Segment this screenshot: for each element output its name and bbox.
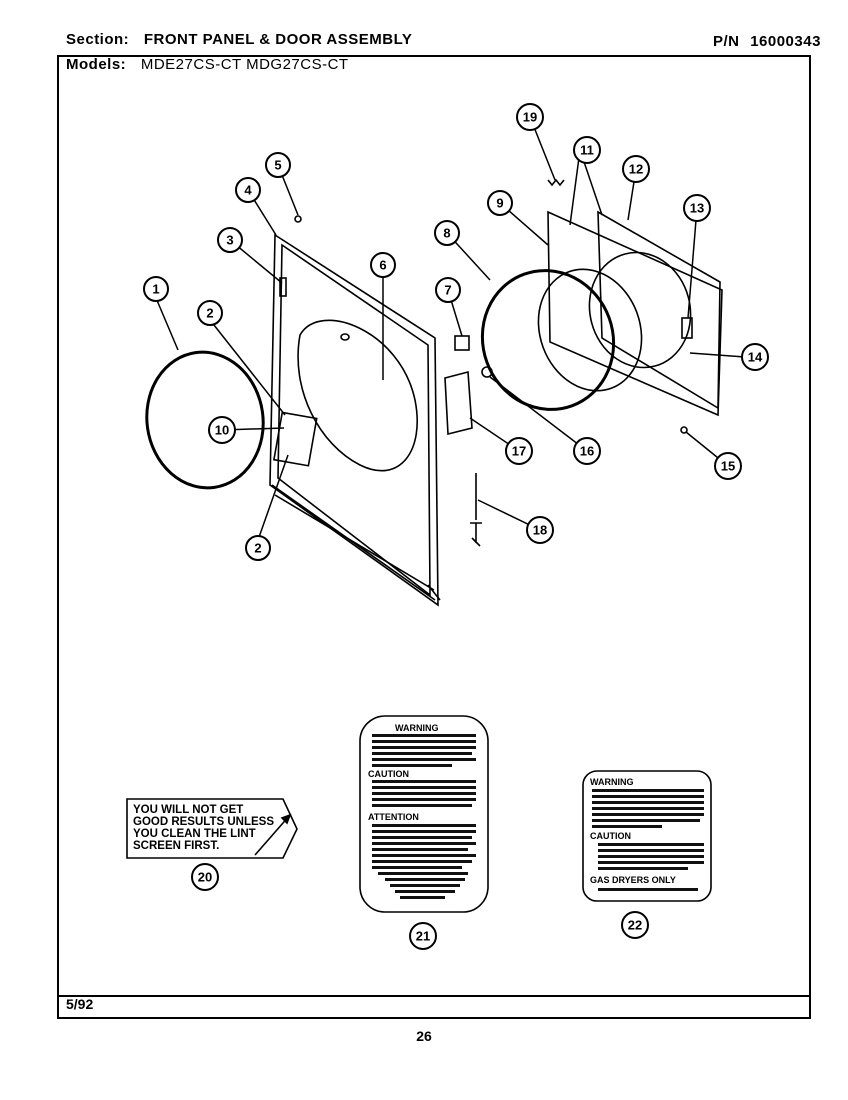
callout-16: 16 xyxy=(573,437,601,465)
svg-text:22: 22 xyxy=(628,918,642,933)
callout-4: 4 xyxy=(235,177,261,203)
page-number: 26 xyxy=(416,1028,432,1044)
door-gasket-outer xyxy=(480,269,616,411)
section-label: Section: xyxy=(66,31,130,48)
warning-label-21: WARNING CAUTION ATTENTION xyxy=(359,715,489,913)
svg-text:20: 20 xyxy=(198,870,212,885)
inner-door-panel xyxy=(547,210,723,417)
door-seal-ring xyxy=(145,350,265,490)
svg-text:4: 4 xyxy=(244,183,252,198)
svg-text:8: 8 xyxy=(443,226,450,241)
section-header: Section: FRONT PANEL & DOOR ASSEMBLY xyxy=(66,31,412,48)
door-spring xyxy=(547,178,565,187)
front-panel xyxy=(269,233,441,607)
svg-text:CAUTION: CAUTION xyxy=(590,831,631,841)
leader-lines xyxy=(155,116,746,541)
door-screw-5 xyxy=(294,215,302,223)
revision-date: 5/92 xyxy=(66,996,94,1012)
svg-text:17: 17 xyxy=(512,444,526,459)
lint-screen-plate xyxy=(444,370,473,436)
door-screw-15 xyxy=(680,426,688,434)
callout-18: 18 xyxy=(526,516,554,544)
svg-text:11: 11 xyxy=(580,143,594,158)
warning-label-22: WARNING CAUTION GAS DRYERS ONLY xyxy=(582,770,712,902)
svg-text:WARNING: WARNING xyxy=(395,723,439,733)
svg-text:16: 16 xyxy=(580,444,594,459)
door-gasket-inner xyxy=(537,268,643,392)
callout-2-upper: 2 xyxy=(197,300,223,326)
callout-11: 11 xyxy=(573,136,601,164)
callout-2-lower: 2 xyxy=(245,535,271,561)
callout-17: 17 xyxy=(505,437,533,465)
svg-text:3: 3 xyxy=(226,233,233,248)
part-number: P/N 16000343 xyxy=(713,33,821,50)
callout-15: 15 xyxy=(714,452,742,480)
callout-14: 14 xyxy=(741,343,769,371)
lint-reminder-label: YOU WILL NOT GET GOOD RESULTS UNLESS YOU… xyxy=(126,798,298,859)
callout-8: 8 xyxy=(434,220,460,246)
svg-text:WARNING: WARNING xyxy=(590,777,634,787)
callout-12: 12 xyxy=(622,155,650,183)
callout-1: 1 xyxy=(143,276,169,302)
callout-22: 22 xyxy=(621,911,649,939)
diagram-frame xyxy=(57,55,811,1019)
svg-text:2: 2 xyxy=(254,541,261,556)
svg-text:7: 7 xyxy=(444,283,451,298)
svg-text:SCREEN FIRST.: SCREEN FIRST. xyxy=(133,840,219,852)
svg-text:13: 13 xyxy=(690,201,704,216)
svg-text:YOU WILL NOT GET: YOU WILL NOT GET xyxy=(133,804,243,816)
door-actuator xyxy=(470,473,482,547)
svg-text:14: 14 xyxy=(748,350,763,365)
callout-19: 19 xyxy=(516,103,544,131)
panel-slot xyxy=(279,277,287,297)
door-knob xyxy=(481,366,493,378)
svg-text:19: 19 xyxy=(523,110,537,125)
callout-5: 5 xyxy=(265,152,291,178)
svg-text:15: 15 xyxy=(721,459,735,474)
svg-text:10: 10 xyxy=(215,423,229,438)
callout-9: 9 xyxy=(487,190,513,216)
pn-label: P/N xyxy=(713,33,740,50)
svg-text:GAS DRYERS ONLY: GAS DRYERS ONLY xyxy=(590,875,676,885)
svg-text:21: 21 xyxy=(416,929,430,944)
callout-7: 7 xyxy=(435,277,461,303)
svg-text:6: 6 xyxy=(379,258,386,273)
svg-text:CAUTION: CAUTION xyxy=(368,769,409,779)
panel-screw-hole xyxy=(340,333,350,341)
callout-21: 21 xyxy=(409,922,437,950)
door-window-ring xyxy=(297,319,418,472)
lint-bracket xyxy=(272,411,318,467)
svg-text:1: 1 xyxy=(152,282,159,297)
callout-10: 10 xyxy=(208,416,236,444)
callout-3: 3 xyxy=(217,227,243,253)
callout-13: 13 xyxy=(683,194,711,222)
models-header: Models: MDE27CS-CT MDG27CS-CT xyxy=(66,56,349,73)
callout-20: 20 xyxy=(191,863,219,891)
svg-text:9: 9 xyxy=(496,196,503,211)
svg-text:18: 18 xyxy=(533,523,547,538)
callout-6: 6 xyxy=(370,252,396,278)
svg-text:2: 2 xyxy=(206,306,213,321)
section-title: FRONT PANEL & DOOR ASSEMBLY xyxy=(143,31,413,48)
svg-text:ATTENTION: ATTENTION xyxy=(368,812,419,822)
hinge-block xyxy=(454,335,470,351)
svg-text:YOU CLEAN THE LINT: YOU CLEAN THE LINT xyxy=(133,828,256,840)
footer-divider xyxy=(57,995,809,997)
svg-text:GOOD RESULTS UNLESS: GOOD RESULTS UNLESS xyxy=(133,816,274,828)
svg-text:12: 12 xyxy=(629,162,643,177)
models-label: Models: xyxy=(66,56,127,73)
svg-text:5: 5 xyxy=(274,158,281,173)
door-latch xyxy=(681,317,693,339)
pn-value: 16000343 xyxy=(750,33,821,50)
models-value: MDE27CS-CT MDG27CS-CT xyxy=(140,56,349,73)
